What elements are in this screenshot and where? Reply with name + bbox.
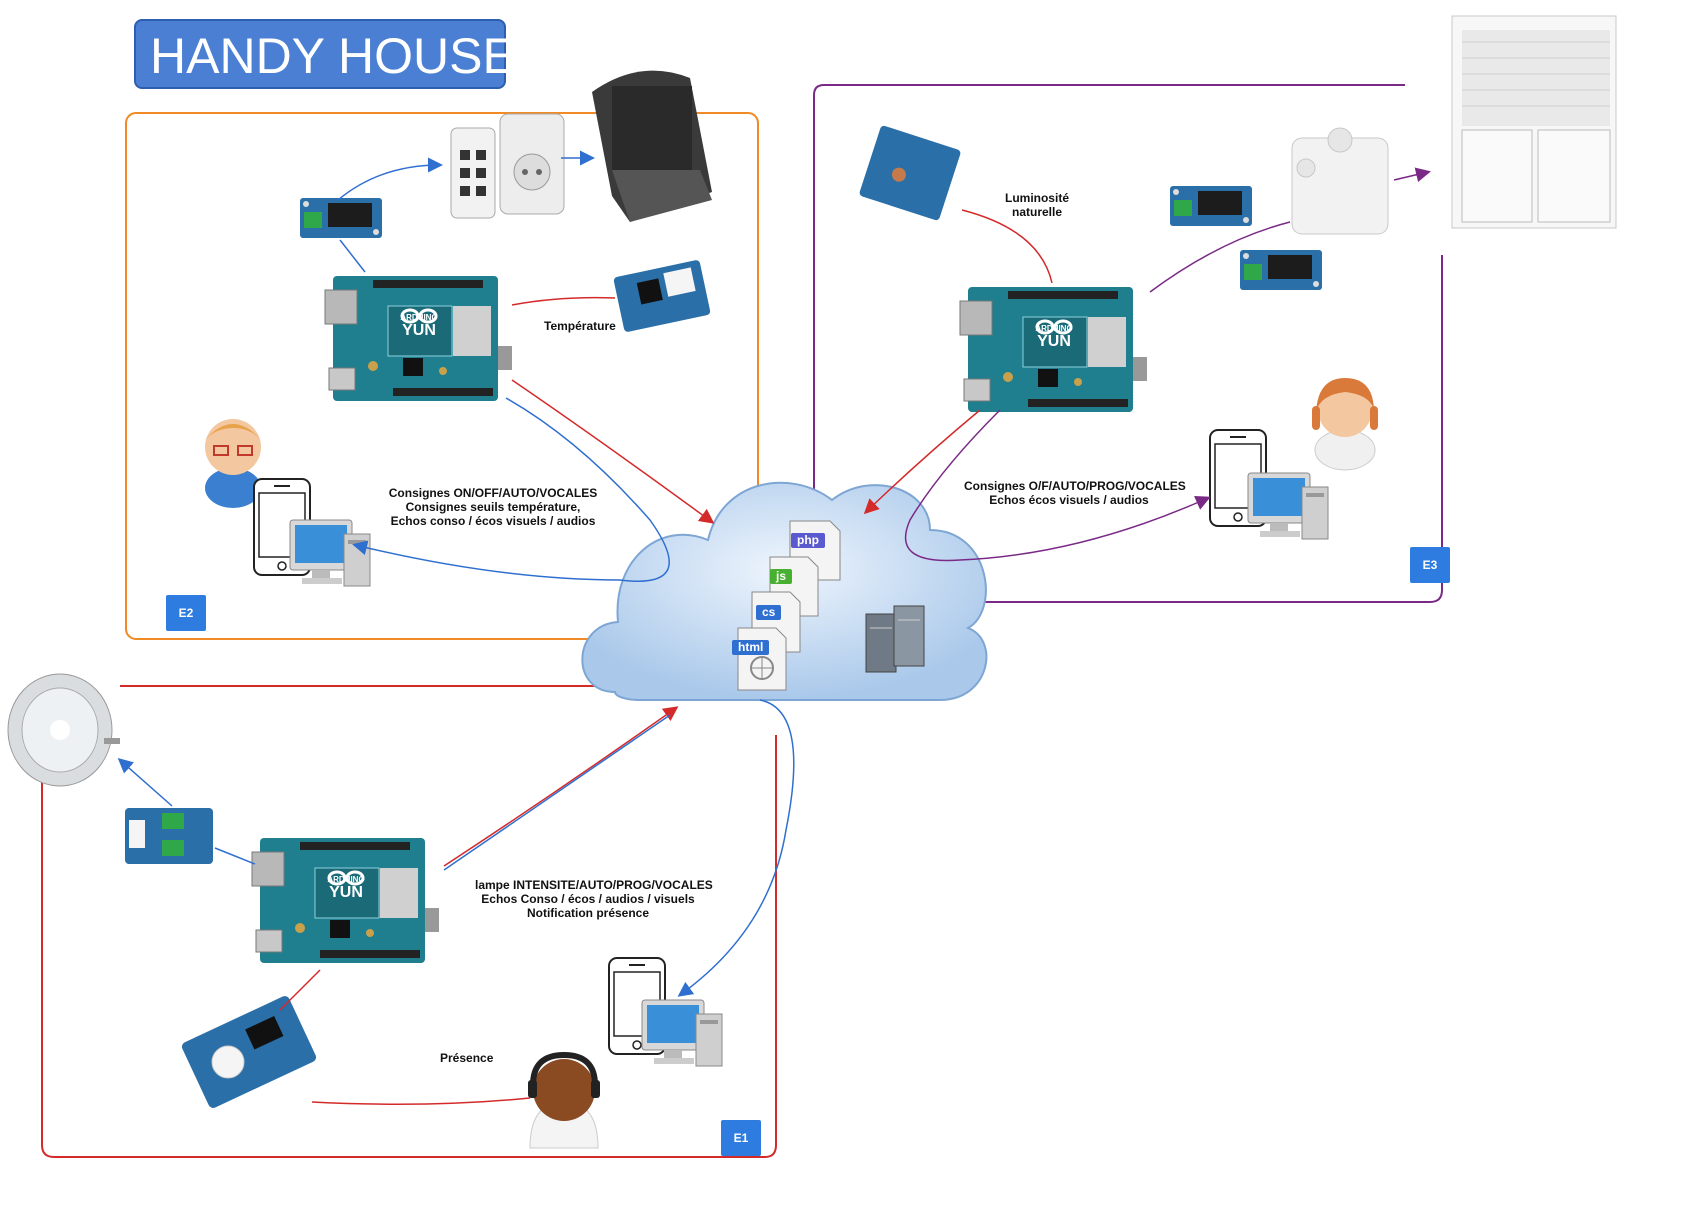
light-sensor-icon [859, 125, 961, 221]
computer-e2-icon [289, 519, 371, 587]
link-arduino-e1-to-cloud-red [443, 706, 679, 867]
board-brand-e3: ARDUINO [1035, 324, 1073, 333]
zone-e2-badge: E2 [166, 595, 206, 631]
zone-e1-frame [41, 685, 777, 1158]
remote-control-icon [450, 127, 496, 219]
link-arduino-e3-to-junctionbox [1149, 221, 1291, 293]
junction-box-icon [1291, 127, 1389, 235]
smart-plug-icon [499, 113, 565, 215]
board-brand-e1: ARDUINO [327, 875, 365, 884]
relay-module-e3b-icon [1240, 250, 1322, 290]
link-arduino-e1-to-cloud-blue [443, 714, 671, 871]
server-icon [865, 605, 925, 673]
zone-e2-frame [125, 112, 759, 640]
presence-label: Présence [440, 1051, 494, 1065]
html-file-icon [737, 627, 787, 691]
computer-e3-icon [1247, 472, 1329, 540]
php-chip: php [791, 533, 825, 548]
link-arduino-e3-to-cloud [863, 409, 981, 515]
zone-e3-frame [813, 84, 1443, 603]
e1-instructions-line3: Notification présence [526, 906, 650, 920]
link-relay-to-remote [337, 157, 443, 201]
luminosite-label: Luminosité naturelle [1002, 191, 1072, 219]
e2-instructions-label: Consignes ON/OFF/AUTO/VOCALES Consignes … [388, 486, 598, 528]
relay-module-e2-icon [300, 198, 382, 238]
computer-e1-icon [641, 999, 723, 1067]
js-chip: js [770, 569, 793, 584]
html-chip: html [732, 640, 770, 655]
halogen-lamp-icon [7, 673, 120, 787]
temperature-sensor-icon [613, 260, 711, 332]
css-chip: cs [756, 605, 782, 620]
link-arduino-e2-to-computer-blue [352, 397, 670, 582]
e1-instructions-label: lampe INTENSITE/AUTO/PROG/VOCALES Echos … [475, 878, 713, 920]
link-pir-to-person [311, 1097, 531, 1105]
zone-e3-badge: E3 [1410, 547, 1450, 583]
e3-instructions-line2: Echos écos visuels / audios [989, 493, 1149, 507]
heater-icon [592, 70, 712, 222]
relay-module-e3a-icon [1170, 186, 1252, 226]
e2-instructions-line3: Echos conso / écos visuels / audios [390, 514, 596, 528]
luminosite-line2: naturelle [1011, 205, 1062, 219]
person-girl-icon [1312, 378, 1378, 471]
e3-instructions-line1: Consignes O/F/AUTO/PROG/VOCALES [964, 479, 1186, 493]
e3-instructions-label: Consignes O/F/AUTO/PROG/VOCALES Echos éc… [964, 479, 1186, 507]
page-title: HANDY HOUSE [150, 28, 516, 84]
e2-instructions-line2: Consignes seuils température, [405, 500, 581, 514]
board-model-e3: YUN [1037, 333, 1071, 350]
link-cloud-to-phone-e1 [677, 699, 795, 997]
person-glasses-icon [205, 419, 261, 508]
link-arduino-e2-to-tempsensor [511, 296, 616, 306]
mosfet-module-icon [125, 808, 213, 864]
link-mosfet-to-lamp [117, 758, 173, 807]
link-arduino-e2-to-cloud [511, 379, 715, 524]
board-model-e2: YUN [402, 322, 436, 339]
e2-instructions-line1: Consignes ON/OFF/AUTO/VOCALES [388, 486, 598, 500]
luminosite-line1: Luminosité [1004, 191, 1069, 205]
link-relay-to-arduino-e2 [339, 239, 366, 273]
title-box: HANDY HOUSE [134, 19, 516, 89]
link-junctionbox-to-shutter [1393, 167, 1431, 183]
temperature-label: Température [544, 319, 616, 333]
zone-e1-badge: E1 [721, 1120, 761, 1156]
e1-instructions-line1: lampe INTENSITE/AUTO/PROG/VOCALES [475, 878, 713, 892]
roller-shutter-window-icon [1451, 15, 1617, 229]
e1-instructions-line2: Echos Conso / écos / audios / visuels [481, 892, 695, 906]
board-brand-e2: ARDUINO [400, 313, 438, 322]
link-lightsensor-to-arduino-e3 [961, 209, 1053, 284]
link-arduino-e1-to-pir [279, 969, 321, 1011]
board-model-e1: YUN [329, 884, 363, 901]
link-arduino-e1-to-mosfet [214, 847, 256, 865]
link-arduino-e3-to-computer [904, 409, 1211, 562]
person-headset-icon [528, 1051, 600, 1149]
pir-motion-sensor-icon [181, 996, 317, 1108]
